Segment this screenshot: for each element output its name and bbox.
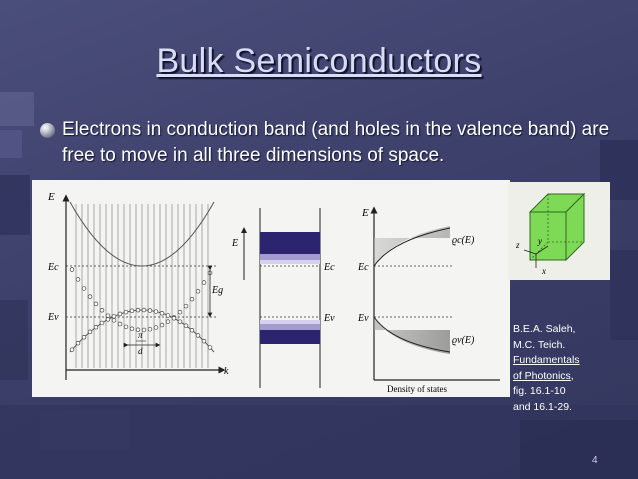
bullet-text: Electrons in conduction band (and holes …: [62, 119, 610, 166]
dos-conduction-label: ϱc(E): [452, 235, 475, 246]
reference-book-link-2[interactable]: of Photonics: [513, 369, 571, 382]
dos-valence-label: ϱv(E): [452, 335, 475, 346]
reference-citation: B.E.A. Saleh, M.C. Teich. Fundamentals o…: [513, 322, 623, 415]
reference-comma: ,: [570, 369, 574, 382]
reference-figure-2: and 16.1-29.: [513, 400, 572, 413]
cube-y-label: y: [537, 236, 542, 246]
middle-ec-label: Ec: [323, 262, 335, 273]
gap-label: Eg: [211, 285, 223, 296]
cube-icon: [528, 192, 586, 262]
dos-energy-label: E: [361, 207, 369, 219]
page-number: 4: [592, 455, 598, 466]
valence-edge-label: Ev: [47, 312, 59, 323]
reference-authors-1: B.E.A. Saleh,: [513, 323, 576, 335]
crystal-cube-figure: z y x: [508, 182, 610, 280]
dos-ev-label: Ev: [357, 313, 369, 324]
wavevector-axis-label: k: [224, 366, 229, 377]
conduction-edge-label: Ec: [47, 262, 59, 273]
e-k-diagram: E Ec Ev k π d: [47, 191, 229, 380]
slide-title: Bulk Semiconductors: [156, 42, 482, 80]
energy-axis-label: E: [47, 191, 55, 203]
reference-book-link[interactable]: Fundamentals: [513, 354, 580, 366]
cube-x-label: x: [541, 266, 546, 276]
lattice-d-label: d: [138, 346, 143, 356]
reference-authors-2: M.C. Teich.: [513, 338, 566, 351]
dos-ec-label: Ec: [357, 262, 369, 273]
bullet-icon: [40, 123, 55, 138]
middle-ev-label: Ev: [323, 313, 335, 324]
lattice-pi-label: π: [138, 330, 143, 340]
reference-figure-1: fig. 16.1-10: [513, 385, 566, 397]
band-structure-figure: E Ec Ev k π d Eg E: [32, 180, 510, 397]
dos-axis-label: Density of states: [387, 384, 447, 394]
middle-energy-label: E: [231, 238, 238, 249]
density-of-states-diagram: E Ec Ev ϱc(E) ϱv(E) Density of states: [357, 206, 500, 394]
cube-z-label: z: [515, 240, 520, 250]
energy-band-diagram: E Ec Ev: [231, 208, 335, 388]
band-gap-indicator: Eg: [207, 265, 223, 318]
